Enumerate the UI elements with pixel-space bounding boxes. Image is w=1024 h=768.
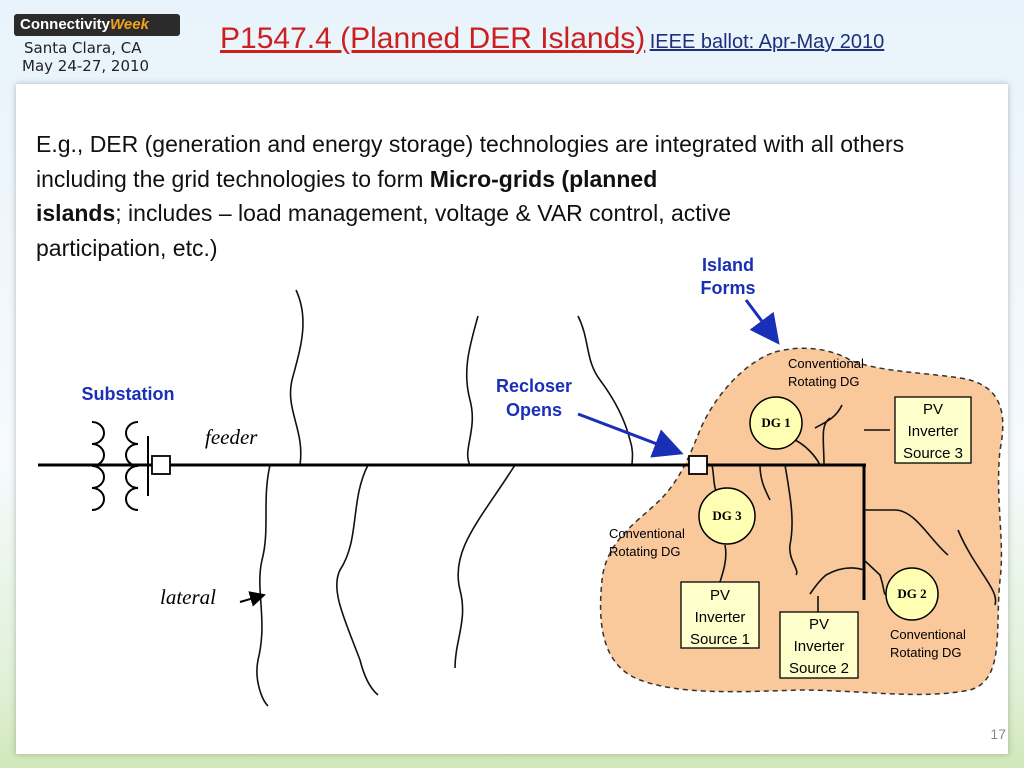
pv3-line-2: Inverter xyxy=(908,423,959,440)
island-label-2: Forms xyxy=(700,278,755,298)
body-text-after-2: participation, etc.) xyxy=(36,234,218,261)
pv3-line-3: Source 3 xyxy=(903,445,963,462)
recloser-arrow xyxy=(577,412,684,458)
lateral-line-1 xyxy=(289,289,304,466)
pv3-line-1: PV xyxy=(923,401,943,418)
logo-location: Santa Clara, CA xyxy=(24,39,142,57)
dg2-label: DG 2 xyxy=(897,586,926,601)
pv1-line-1: PV xyxy=(710,587,730,604)
substation-label: Substation xyxy=(82,384,175,404)
lateral-line-3 xyxy=(336,464,379,696)
lateral-line-2 xyxy=(256,464,271,707)
dg1-circle xyxy=(749,396,803,450)
conv-top-line-1: Conventional xyxy=(788,356,864,371)
slide-title: P1547.4 (Planned DER Islands) IEEE ballo… xyxy=(220,22,884,56)
conv-right-line-2: Rotating DG xyxy=(890,645,962,660)
pv1-box xyxy=(680,581,760,649)
lateral-label: lateral xyxy=(160,585,216,609)
lateral-line-4 xyxy=(465,315,479,466)
body-bold-1: Micro-grids (planned xyxy=(429,165,658,192)
dg2-circle xyxy=(885,567,939,621)
substation-breaker xyxy=(151,455,171,475)
body-bold-2: islands xyxy=(36,200,116,226)
body-paragraph: E.g., DER (generation and energy storage… xyxy=(36,127,996,265)
dg3-circle xyxy=(698,487,756,545)
island-branches xyxy=(711,404,997,612)
body-text-after-1: ; includes – load management, voltage & … xyxy=(115,200,732,226)
pv2-box xyxy=(779,611,859,679)
logo-dates: May 24-27, 2010 xyxy=(22,57,150,75)
pv2-line-3: Source 2 xyxy=(789,660,849,677)
island-arrow xyxy=(744,299,780,345)
lateral-arrow xyxy=(239,591,266,607)
slide-title-sub: IEEE ballot: Apr-May 2010 xyxy=(649,31,885,53)
lateral-line-6 xyxy=(577,315,634,466)
slide-title-main: P1547.4 (Planned DER Islands) xyxy=(220,22,646,55)
substation-transformer xyxy=(91,421,149,511)
pv3-box xyxy=(894,396,972,464)
conv-left-line-2: Rotating DG xyxy=(609,544,681,559)
recloser-label-1: Recloser xyxy=(496,376,572,396)
pv2-line-1: PV xyxy=(809,616,829,633)
connectivity-week-logo: ConnectivityWeek Santa Clara, CA May 24-… xyxy=(14,14,180,78)
pv1-line-3: Source 1 xyxy=(690,631,750,648)
logo-brand-accent: Week xyxy=(110,16,149,33)
recloser-box xyxy=(688,455,708,475)
island-label-1: Island xyxy=(702,255,754,275)
pv1-line-2: Inverter xyxy=(695,609,746,626)
conv-right-line-1: Conventional xyxy=(890,627,966,642)
conv-top-line-2: Rotating DG xyxy=(788,374,860,389)
feeder-label: feeder xyxy=(205,425,258,449)
conv-left-line-1: Conventional xyxy=(609,526,685,541)
logo-badge: ConnectivityWeek xyxy=(14,14,180,36)
dg1-label: DG 1 xyxy=(761,415,790,430)
lateral-line-5 xyxy=(454,464,516,669)
page-number: 17 xyxy=(990,726,1006,742)
recloser-label-2: Opens xyxy=(506,400,562,420)
logo-brand-main: Connectivity xyxy=(20,16,111,33)
body-text-before: E.g., DER (generation and energy storage… xyxy=(36,131,905,192)
dg3-label: DG 3 xyxy=(712,508,742,523)
pv2-line-2: Inverter xyxy=(794,638,845,655)
